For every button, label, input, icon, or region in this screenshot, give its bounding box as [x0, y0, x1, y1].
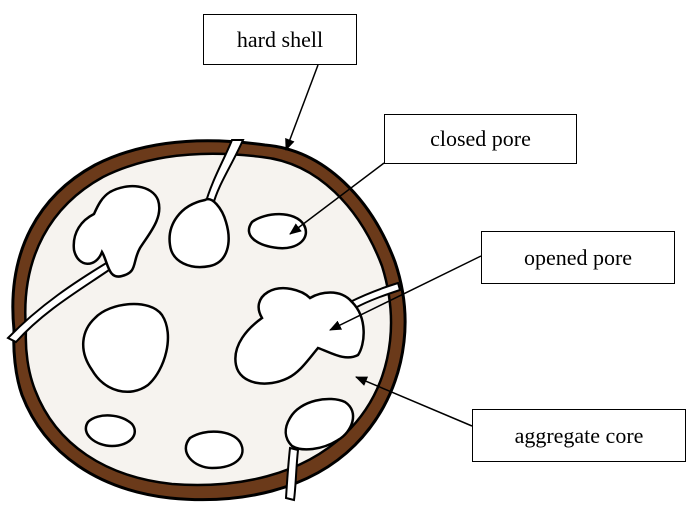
label-aggregate-core: aggregate core	[472, 409, 686, 462]
pore-closed	[249, 214, 306, 248]
label-hard-shell: hard shell	[203, 14, 357, 65]
pore-small-bottom-left	[86, 415, 135, 446]
pore-bottom-center	[186, 432, 243, 468]
arrow-hard-shell	[286, 65, 318, 150]
label-closed-pore: closed pore	[384, 114, 577, 164]
label-opened-pore: opened pore	[481, 231, 675, 284]
